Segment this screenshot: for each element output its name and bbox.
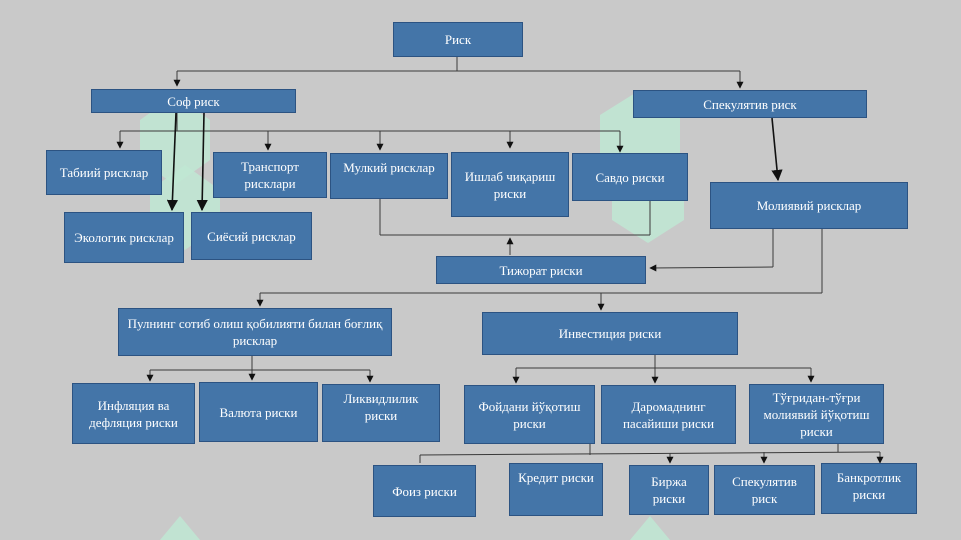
node-investment-risks: Инвестиция риски (482, 312, 738, 355)
node-speculative-risk: Спекулятив риск (633, 90, 867, 118)
node-investment-risks-label: Инвестиция риски (558, 326, 662, 341)
connector-purchasing-power-branches (146, 356, 374, 383)
connector-financial-to-second-level (256, 229, 823, 311)
node-transport-risks-label: Транспорт рисклари (241, 159, 299, 191)
node-speculative-sub-risks: Спекулятив риск (714, 465, 815, 515)
node-natural-risks-label: Табиий рисклар (59, 165, 149, 180)
node-purchasing-power-risks-label: Пулнинг сотиб олиш қобилияти билан боғли… (127, 316, 383, 348)
node-credit-risks: Кредит риски (509, 463, 603, 516)
node-interest-risks-label: Фоиз риски (392, 483, 457, 499)
node-financial-risks-label: Молиявий рисклар (756, 198, 862, 213)
node-property-risks-label: Мулкий рисклар (343, 160, 435, 175)
node-commerce-risks: Тижорат риски (436, 256, 646, 284)
node-property-risks: Мулкий рисклар (330, 153, 448, 199)
node-currency-risks-label: Валюта риски (219, 404, 298, 420)
node-credit-risks-label: Кредит риски (518, 470, 594, 485)
node-financial-risks: Молиявий рисклар (710, 182, 908, 229)
node-pure-risk-label: Соф риск (167, 93, 220, 109)
connector-property-trade-to-commerce (379, 199, 651, 255)
connector-risk-split (173, 57, 744, 89)
node-liquidity-risks: Ликвидлилик риски (322, 384, 440, 442)
node-lost-profit-risks: Фойдани йўқотиш риски (464, 385, 595, 444)
node-currency-risks: Валюта риски (199, 382, 318, 442)
node-bankruptcy-risks: Банкротлик риски (821, 463, 917, 514)
node-direct-loss-risks: Тўғридан-тўғри молиявий йўқотиш риски (749, 384, 884, 444)
connector-third-level-branches (419, 444, 884, 464)
node-income-decrease-risks-label: Даромаднинг пасайиши риски (622, 398, 715, 431)
node-direct-loss-risks-label: Тўғридан-тўғри молиявий йўқотиш риски (763, 389, 870, 439)
node-inflation-risks-label: Инфляция ва дефляция риски (89, 397, 178, 430)
node-political-risks: Сиёсий рисклар (191, 212, 312, 260)
node-inflation-risks: Инфляция ва дефляция риски (72, 383, 195, 444)
node-political-risks-label: Сиёсий рисклар (207, 228, 296, 244)
node-trade-risks: Савдо риски (572, 153, 688, 201)
node-natural-risks: Табиий рисклар (46, 150, 162, 195)
connector-pure-risk-branches (116, 112, 624, 212)
node-speculative-risk-label: Спекулятив риск (703, 96, 797, 112)
node-ecological-risks: Экологик рисклар (64, 212, 184, 263)
connector-speculative-to-financial (771, 117, 783, 182)
node-liquidity-risks-label: Ликвидлилик риски (343, 391, 419, 423)
node-transport-risks: Транспорт рисклари (213, 152, 327, 198)
node-bankruptcy-risks-label: Банкротлик риски (836, 470, 902, 502)
node-production-risks: Ишлаб чиқариш риски (451, 152, 569, 217)
node-lost-profit-risks-label: Фойдани йўқотиш риски (478, 398, 581, 431)
node-exchange-risks-label: Биржа риски (651, 474, 687, 506)
watermark-mark-bottom (160, 516, 670, 540)
node-exchange-risks: Биржа риски (629, 465, 709, 515)
node-trade-risks-label: Савдо риски (595, 169, 665, 185)
node-risk: Риск (393, 22, 523, 57)
node-risk-label: Риск (444, 32, 472, 47)
node-commerce-risks-label: Тижорат риски (499, 262, 583, 278)
connector-financial-to-commerce (649, 229, 774, 272)
node-production-risks-label: Ишлаб чиқариш риски (464, 168, 556, 201)
connector-investment-branches (512, 355, 815, 384)
node-purchasing-power-risks: Пулнинг сотиб олиш қобилияти билан боғли… (118, 308, 392, 356)
node-ecological-risks-label: Экологик рисклар (74, 230, 174, 245)
node-income-decrease-risks: Даромаднинг пасайиши риски (601, 385, 736, 444)
node-speculative-sub-risks-label: Спекулятив риск (732, 474, 797, 506)
node-interest-risks: Фоиз риски (373, 465, 476, 517)
node-pure-risk: Соф риск (91, 89, 296, 113)
